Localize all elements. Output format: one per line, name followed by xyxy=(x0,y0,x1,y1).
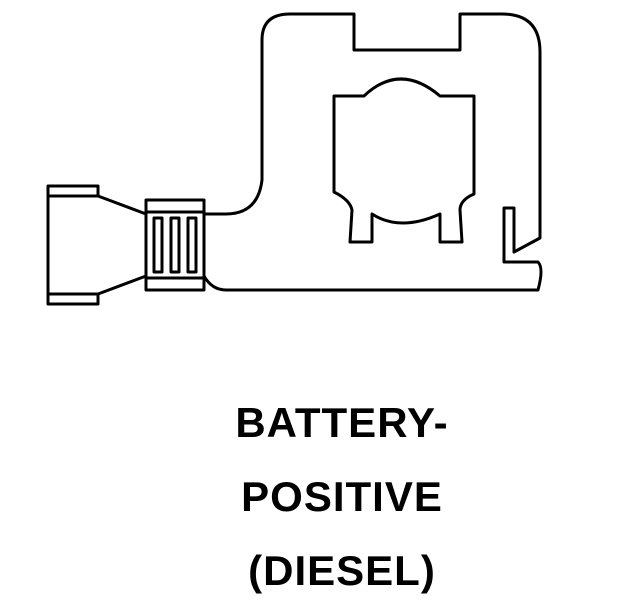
caption-line-3: (DIESEL) xyxy=(248,547,436,594)
caption-line-2: POSITIVE xyxy=(241,473,443,520)
clamp-opening xyxy=(332,77,476,244)
battery-terminal-drawing xyxy=(46,12,543,306)
terminal-plate xyxy=(202,12,543,292)
crimp-barrel xyxy=(144,198,206,292)
crimp-rib-1 xyxy=(152,216,164,274)
terminal-ferrule xyxy=(46,184,148,306)
crimp-rib-3 xyxy=(186,216,198,274)
crimp-rib-2 xyxy=(169,216,181,274)
caption-line-1: BATTERY- xyxy=(235,399,449,446)
